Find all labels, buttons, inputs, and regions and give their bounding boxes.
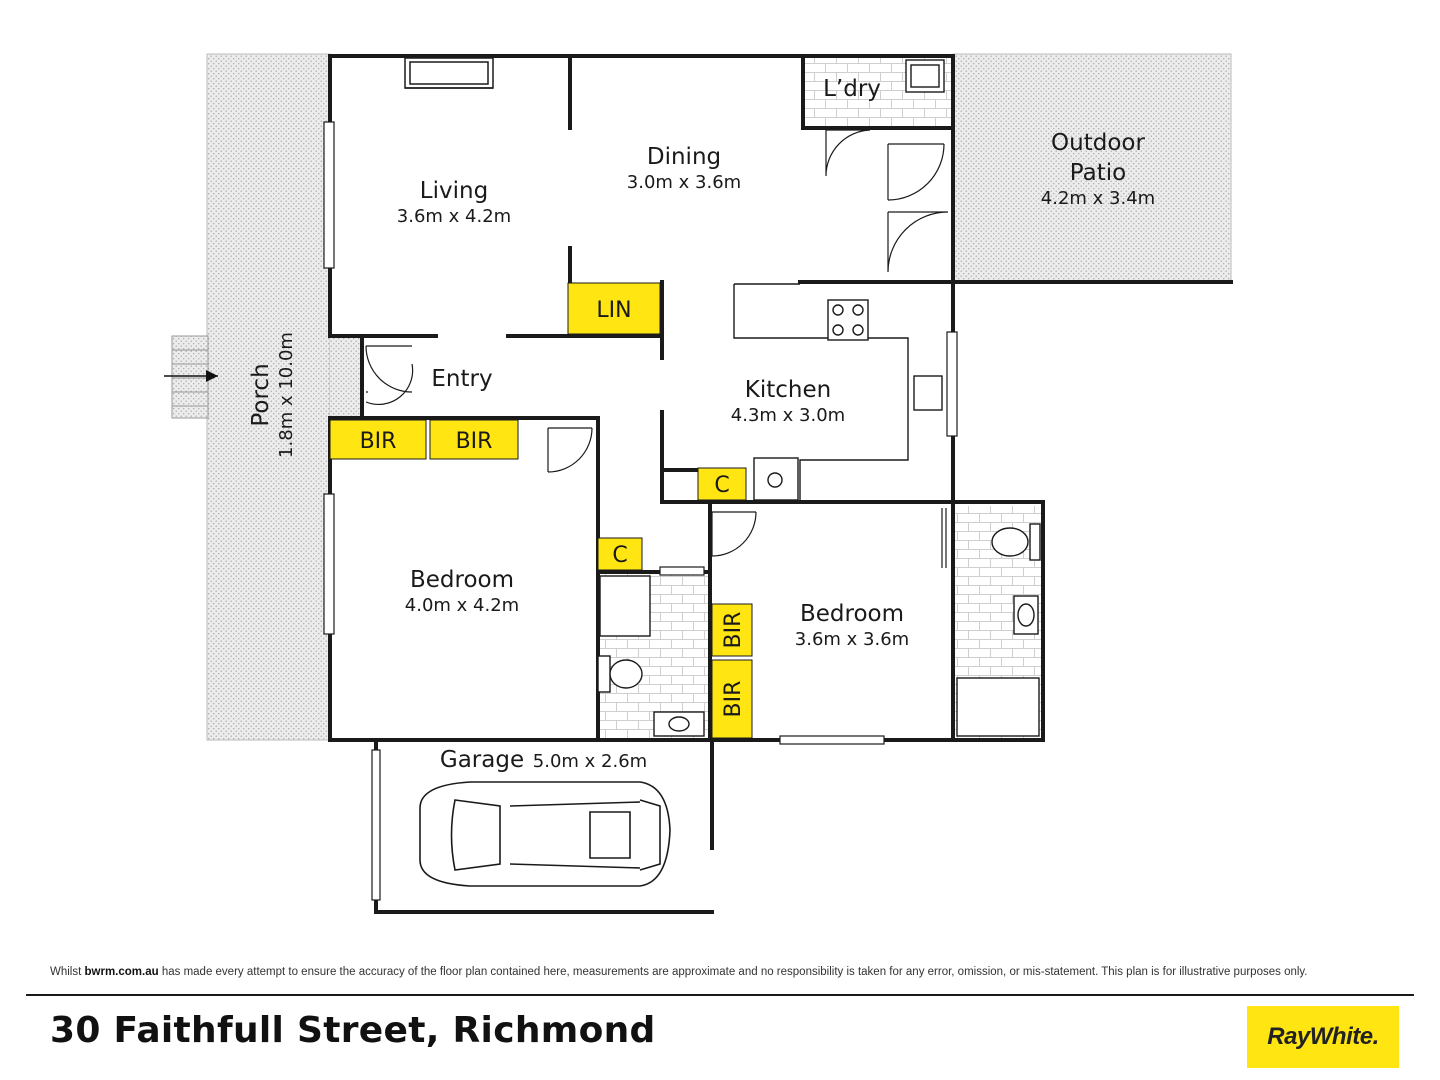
entry-name: Entry: [431, 366, 492, 392]
disclaimer-prefix: Whilst: [50, 966, 85, 978]
entry-label: Entry: [431, 366, 492, 392]
bir-tag-2: BIR: [429, 419, 519, 460]
laundry-name: L’dry: [823, 76, 881, 102]
cupboard-tag-2: C: [597, 537, 643, 571]
bir-tag-3: BIR: [711, 603, 753, 657]
garage-label: Garage 5.0m x 2.6m: [440, 747, 647, 773]
porch-name: Porch: [248, 363, 274, 426]
patio-label: Outdoor Patio 4.2m x 3.4m: [1041, 130, 1155, 209]
svg-text:C: C: [612, 543, 627, 568]
porch-label: Porch 1.8m x 10.0m: [248, 332, 297, 458]
kitchen-name: Kitchen: [745, 377, 831, 403]
svg-text:LIN: LIN: [596, 298, 631, 323]
windows: [323, 121, 958, 901]
brand-logo-text: RayWhite.: [1267, 1023, 1379, 1050]
laundry-label: L’dry: [823, 76, 881, 102]
heater-icon: [404, 57, 494, 89]
svg-text:BIR: BIR: [456, 429, 493, 454]
patio-area: [952, 53, 1232, 283]
living-label: Living 3.6m x 4.2m: [397, 178, 511, 227]
svg-text:BIR: BIR: [721, 612, 746, 649]
svg-text:BIR: BIR: [360, 429, 397, 454]
disclaimer: Whilst bwrm.com.au has made every attemp…: [50, 966, 1410, 978]
dining-name: Dining: [647, 144, 721, 170]
dining-label: Dining 3.0m x 3.6m: [627, 144, 741, 193]
garage-name: Garage: [440, 747, 524, 773]
svg-text:BIR: BIR: [721, 681, 746, 718]
dining-dims: 3.0m x 3.6m: [627, 172, 741, 193]
bedroom2-dims: 3.6m x 3.6m: [795, 629, 909, 650]
patio-name-line2: Patio: [1070, 160, 1126, 186]
disclaimer-site: bwrm.com.au: [84, 966, 159, 978]
brand-logo: RayWhite.: [1247, 1006, 1399, 1068]
bedroom2-name: Bedroom: [800, 601, 904, 627]
living-dims: 3.6m x 4.2m: [397, 206, 511, 227]
floor-plan: Porch 1.8m x 10.0m: [164, 53, 1233, 914]
bedroom1-label: Bedroom 4.0m x 4.2m: [405, 567, 519, 616]
bedroom1-name: Bedroom: [410, 567, 514, 593]
porch-area: [164, 53, 331, 741]
kitchen-dims: 4.3m x 3.0m: [731, 405, 845, 426]
footer-divider: [26, 994, 1414, 996]
lin-tag: LIN: [567, 282, 661, 335]
patio-dims: 4.2m x 3.4m: [1041, 188, 1155, 209]
door-swings: [365, 129, 949, 568]
patio-name-line1: Outdoor: [1051, 130, 1145, 156]
garage-dims: 5.0m x 2.6m: [533, 751, 647, 772]
car-icon: [419, 781, 671, 887]
property-address: 30 Faithfull Street, Richmond: [50, 1010, 656, 1051]
bir-tag-4: BIR: [711, 659, 753, 739]
kitchen-benches: [733, 283, 943, 501]
entry-porch-area: [330, 336, 362, 420]
cupboard-tag-1: C: [697, 467, 747, 501]
kitchen-label: Kitchen 4.3m x 3.0m: [731, 377, 845, 426]
bedroom2-label: Bedroom 3.6m x 3.6m: [795, 601, 909, 650]
ensuite-fixtures: [597, 575, 705, 737]
svg-text:C: C: [714, 473, 729, 498]
disclaimer-rest: has made every attempt to ensure the acc…: [158, 966, 1308, 978]
laundry-tub-icon: [905, 59, 945, 93]
bedroom1-dims: 4.0m x 4.2m: [405, 595, 519, 616]
porch-dims: 1.8m x 10.0m: [276, 332, 297, 458]
bathroom-fixtures: [956, 523, 1041, 737]
living-name: Living: [420, 178, 488, 204]
bir-tag-1: BIR: [329, 419, 427, 460]
